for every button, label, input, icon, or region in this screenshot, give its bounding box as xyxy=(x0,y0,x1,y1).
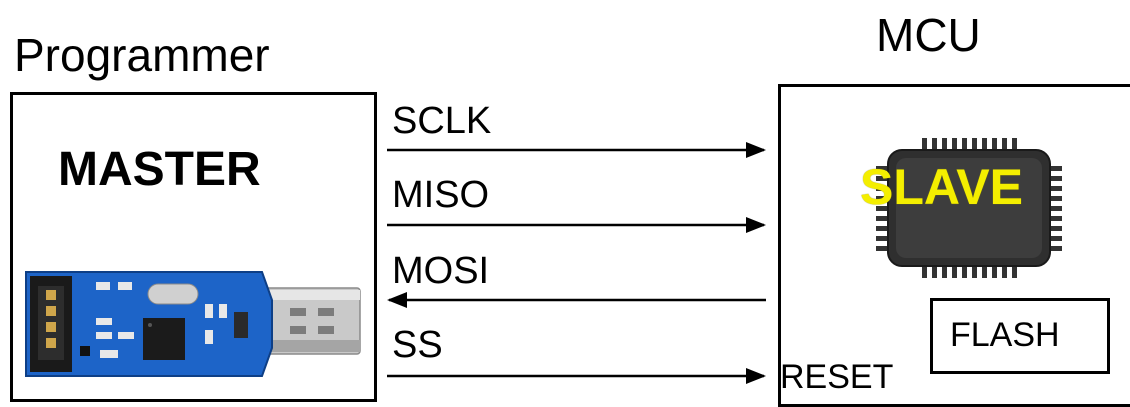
mcu-box xyxy=(778,84,1130,407)
master-label: MASTER xyxy=(58,143,261,196)
reset-label: RESET xyxy=(780,358,894,396)
programmer-box xyxy=(10,92,377,402)
flash-box xyxy=(930,298,1110,374)
usb-programmer-board-icon xyxy=(25,271,361,377)
slave-label: SLAVE xyxy=(860,159,1023,215)
programmer-title: Programmer xyxy=(14,29,270,81)
signal-label-mosi: MOSI xyxy=(392,250,490,292)
mcu-title: MCU xyxy=(876,9,981,61)
microcontroller-chip-icon xyxy=(876,138,1062,278)
signal-label-ss: SS xyxy=(392,324,443,366)
signal-label-miso: MISO xyxy=(392,174,490,216)
flash-label: FLASH xyxy=(950,316,1060,354)
signal-label-sclk: SCLK xyxy=(392,100,492,142)
